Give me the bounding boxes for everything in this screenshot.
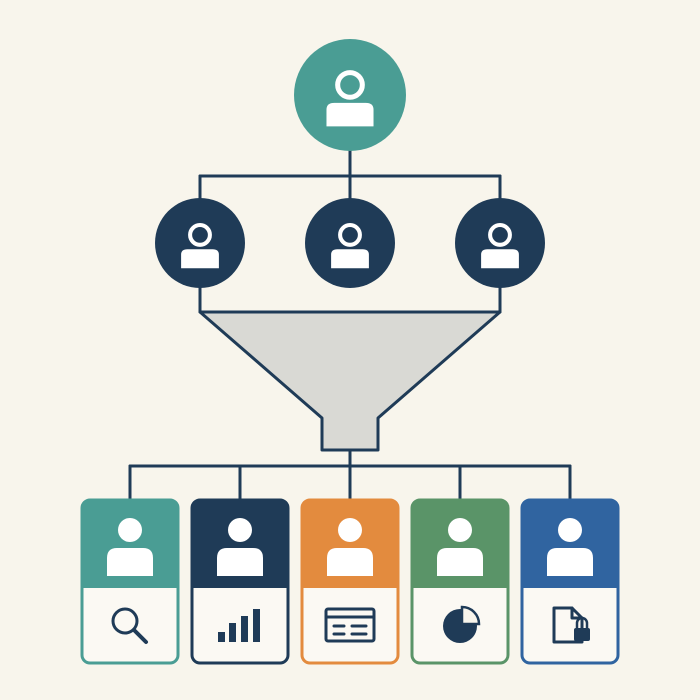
person-head bbox=[188, 222, 212, 247]
card-header bbox=[82, 500, 178, 588]
middle-person-node-2 bbox=[305, 198, 395, 288]
middle-person-node-3 bbox=[455, 198, 545, 288]
person-body bbox=[326, 102, 374, 127]
output-card-green bbox=[410, 498, 510, 665]
output-card-blue bbox=[520, 498, 620, 665]
person-icon bbox=[217, 518, 263, 576]
person-body bbox=[181, 249, 219, 269]
card-header bbox=[522, 500, 618, 588]
person-icon bbox=[327, 518, 373, 576]
funnel-body bbox=[198, 310, 502, 452]
card-header bbox=[302, 500, 398, 588]
connector-lines bbox=[128, 148, 572, 502]
middle-person-node-1 bbox=[155, 198, 245, 288]
person-icon bbox=[107, 518, 153, 576]
magnifier-icon bbox=[111, 607, 148, 644]
pie-chart-icon bbox=[443, 605, 481, 643]
person-head bbox=[338, 222, 362, 247]
person-body bbox=[481, 249, 519, 269]
locked-document-icon bbox=[552, 606, 590, 644]
person-icon bbox=[437, 518, 483, 576]
person-head bbox=[488, 222, 512, 247]
person-body bbox=[331, 249, 369, 269]
card-header bbox=[412, 500, 508, 588]
top-person-node bbox=[294, 39, 406, 151]
form-list-icon bbox=[324, 607, 376, 643]
bar-chart-icon bbox=[218, 609, 260, 642]
person-icon bbox=[547, 518, 593, 576]
output-card-orange bbox=[300, 498, 400, 665]
person-head bbox=[335, 70, 365, 100]
card-header bbox=[192, 500, 288, 588]
output-card-navy bbox=[190, 498, 290, 665]
output-card-teal bbox=[80, 498, 180, 665]
funnel-shape bbox=[198, 310, 502, 452]
